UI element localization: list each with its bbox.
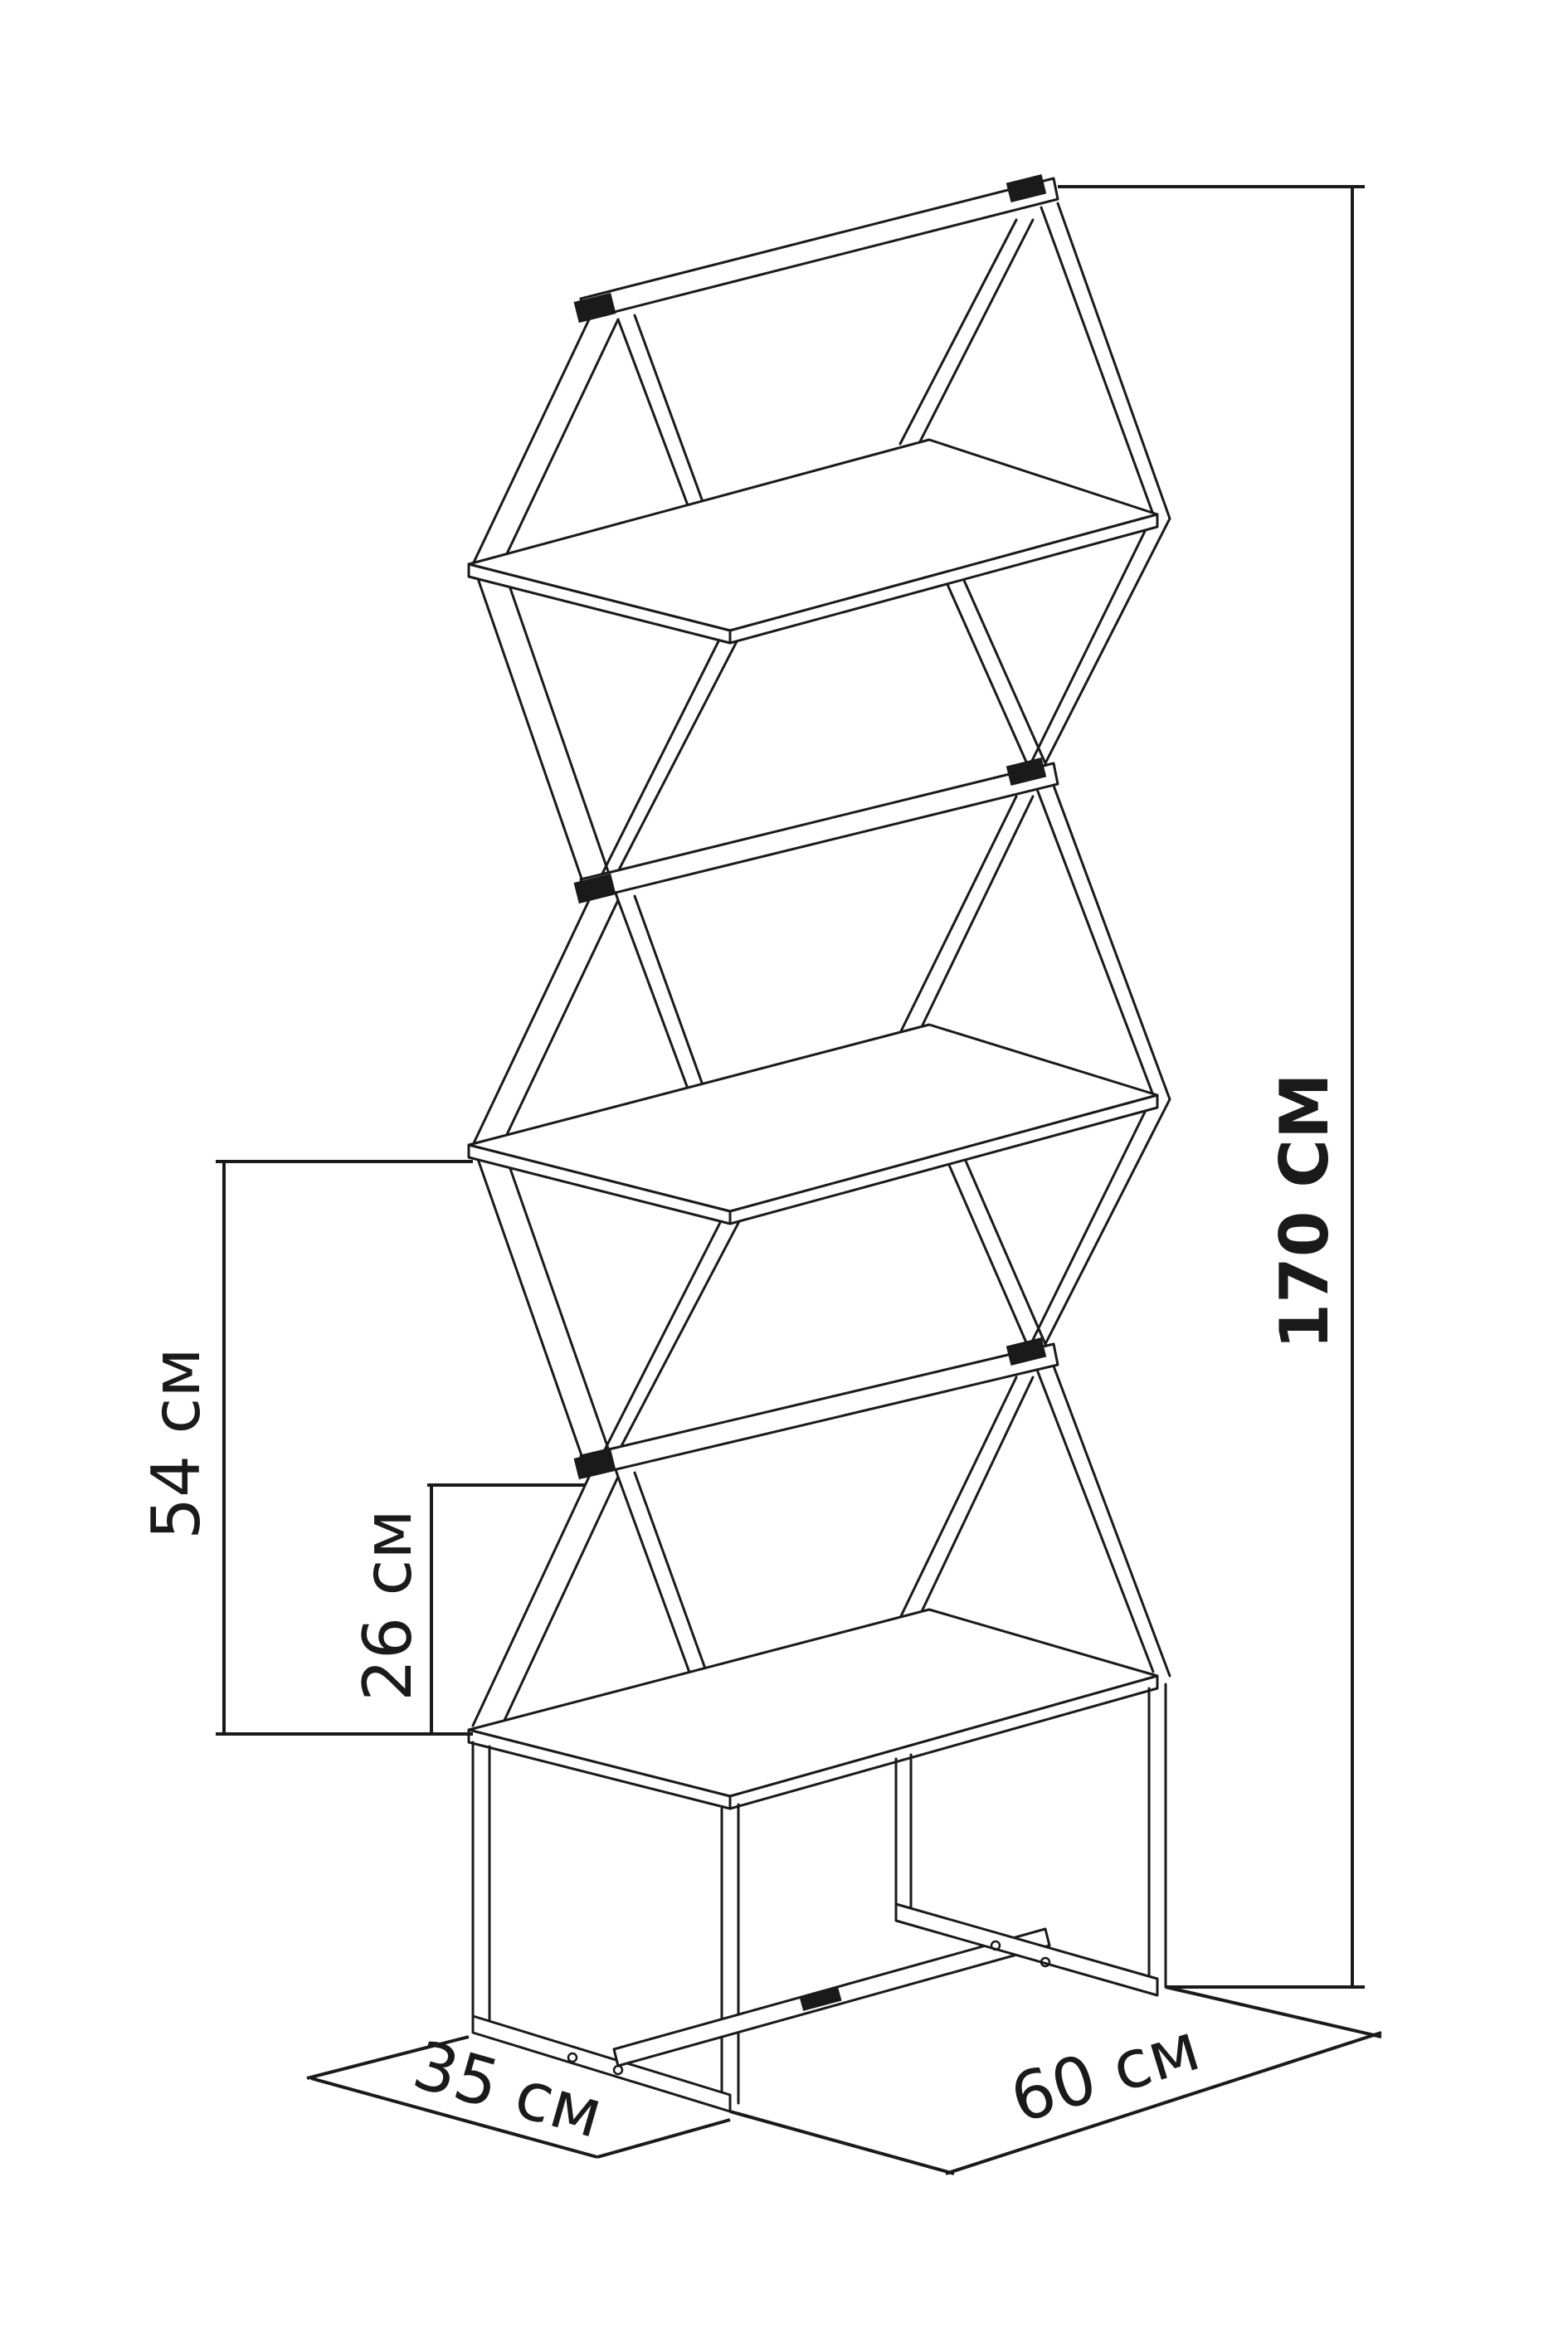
shelf-boards bbox=[467, 438, 1159, 1810]
width-label: 60 см bbox=[1002, 2008, 1209, 2138]
dimension-lines bbox=[216, 185, 1382, 2175]
base-frame bbox=[471, 1683, 1167, 2113]
height-label: 170 СМ bbox=[1266, 1073, 1343, 1349]
crossbars bbox=[573, 174, 1059, 1480]
bottom-opening-label: 26 см bbox=[349, 1509, 426, 1702]
shelf-frame bbox=[471, 202, 1171, 1785]
tier-spacing-label: 54 см bbox=[138, 1347, 215, 1540]
